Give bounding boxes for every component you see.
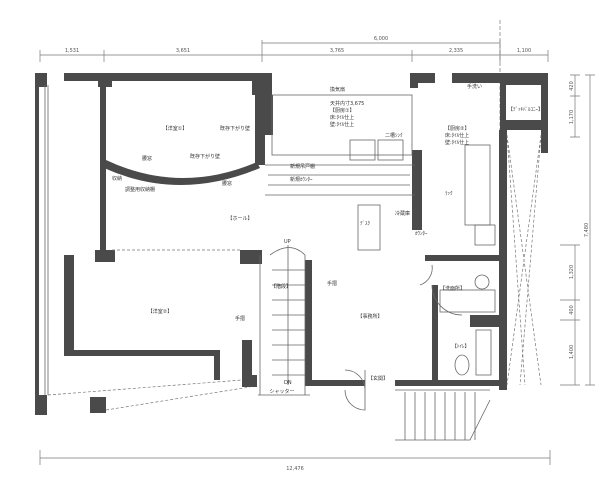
label-shutter: シャッター: [269, 388, 294, 395]
label-beam2: 既存下がり壁: [220, 125, 250, 132]
dim-right-1: 420: [569, 81, 575, 91]
dim-top-overall: 6,000: [374, 36, 388, 42]
dim-right-2: 1,170: [569, 110, 575, 124]
room-labels: 【洋室①】 【ホール】 【洋室②】 【階段】 【事務所】 【厨房②】 床:ﾀｲﾙ…: [112, 83, 543, 395]
label-ceiling: 天井内寸3,675: [330, 100, 364, 107]
right-dimensions: 420 1,170 1,320 400 1,400 7,480: [560, 74, 595, 386]
label-counter: ｶｳﾝﾀｰ: [415, 231, 428, 237]
dim-top-1: 1,531: [65, 48, 79, 54]
label-desk: ﾃﾞｽｸ: [360, 220, 371, 227]
label-storage-note1: 床:ﾀｲﾙ仕上: [330, 114, 354, 121]
label-storage: 【厨房①】: [330, 107, 354, 114]
label-shelf1: 新規吊戸棚: [290, 163, 315, 170]
dim-top-2: 3,651: [176, 48, 190, 54]
sink-left: [349, 139, 376, 161]
dim-right-5: 1,400: [569, 345, 575, 359]
label-room-upper-left: 【洋室①】: [163, 125, 187, 132]
dim-right-3: 1,320: [569, 265, 575, 279]
label-kitchen: 【厨房②】: [445, 125, 469, 132]
label-kitchen-note1: 床:ﾀｲﾙ仕上: [445, 132, 469, 139]
fixtures: [44, 85, 542, 441]
washbasin: [474, 274, 490, 290]
dim-top-5: 1,100: [517, 48, 531, 54]
label-handrail1: 手摺: [235, 315, 245, 322]
label-dn: DN: [284, 380, 292, 386]
sink-right: [377, 139, 404, 161]
label-toilet: 【ﾄｲﾚ】: [452, 344, 470, 350]
label-handrail2: 手摺: [327, 280, 337, 287]
label-handwash: 手洗い: [467, 83, 482, 90]
label-hall: 【ホール】: [227, 216, 252, 222]
label-balcony: 【ﾃﾞｯｷﾊﾞﾙｺﾆｰ】: [508, 106, 543, 113]
label-kitchen-note2: 壁:ﾀｲﾙ仕上: [445, 139, 469, 146]
walls: [35, 73, 548, 415]
label-beam1: 既存下がり壁: [190, 153, 220, 160]
desk: [357, 204, 381, 251]
label-room-center: 【事務所】: [357, 313, 382, 320]
label-storage-note2: 壁:ﾀｲﾙ仕上: [330, 121, 354, 128]
dim-top-3: 3,765: [330, 48, 344, 54]
dim-right-4: 400: [569, 305, 575, 315]
dim-bottom-overall: 12,476: [286, 466, 304, 472]
label-sink: 二槽ｼﾝｸ: [385, 132, 403, 139]
dim-top-4: 2,335: [449, 48, 463, 54]
label-room-lower-left: 【洋室②】: [148, 308, 172, 315]
toilet-bowl: [454, 354, 470, 376]
label-fridge: 冷蔵庫: [395, 210, 410, 217]
label-shelf2: 新規ｶｳﾝﾀｰ: [290, 176, 313, 183]
label-rack: ﾗｯｸ: [445, 191, 453, 197]
label-window2: 腰窓: [222, 180, 232, 187]
bottom-dimension: 12,476: [39, 450, 551, 472]
label-washroom: 【洗面所】: [440, 285, 465, 292]
label-window1: 腰窓: [142, 155, 152, 162]
label-up: UP: [284, 239, 291, 245]
label-entrance: 【玄関】: [368, 375, 388, 382]
dim-right-overall: 7,480: [584, 223, 590, 237]
label-closet: 収納: [112, 175, 122, 182]
label-cabinet: 調整用収納棚: [125, 186, 155, 193]
label-hood: 換気扇: [330, 86, 345, 93]
label-stair: 【階段】: [271, 283, 291, 290]
counter: [464, 144, 491, 226]
